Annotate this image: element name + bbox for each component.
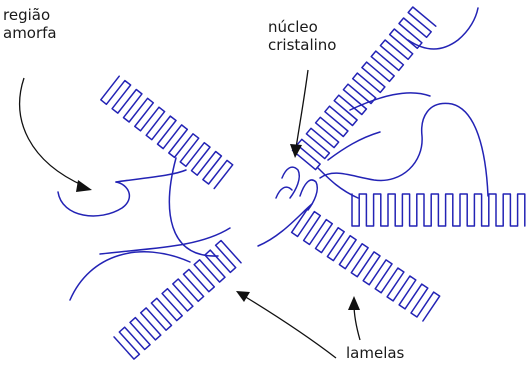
annotation-arrows — [20, 70, 360, 358]
label-amorphous-region-line2: amorfa — [3, 24, 57, 42]
lamella-upper-left — [101, 76, 233, 188]
amorphous-chain-center-loop — [116, 158, 218, 256]
label-lamellae: lamelas — [346, 344, 404, 362]
arrowhead-amorphous-region — [76, 180, 92, 192]
arrowhead-lamellae-right — [348, 296, 360, 310]
lamella-lower-left — [114, 241, 241, 360]
lamella-right-horizontal — [352, 194, 525, 226]
label-amorphous-region-line1: região — [3, 6, 57, 24]
label-amorphous-region: região amorfa — [3, 6, 57, 42]
amorphous-chain-left-hook — [58, 182, 129, 216]
amorphous-chain-top-right — [408, 8, 478, 49]
label-lamellae-text: lamelas — [346, 344, 404, 362]
crystalline-nucleus-folds — [276, 167, 317, 210]
label-crystalline-nucleus-line1: núcleo — [268, 18, 337, 36]
arrow-lamellae-left — [244, 296, 336, 358]
arrow-amorphous-region — [20, 78, 84, 186]
lamellae-group — [101, 7, 525, 359]
amorphous-chain-right-loop — [320, 103, 488, 196]
label-crystalline-nucleus: núcleo cristalino — [268, 18, 337, 54]
label-crystalline-nucleus-line2: cristalino — [268, 36, 337, 54]
arrowhead-lamellae-left — [236, 291, 250, 302]
arrow-crystalline-nucleus — [296, 70, 308, 148]
